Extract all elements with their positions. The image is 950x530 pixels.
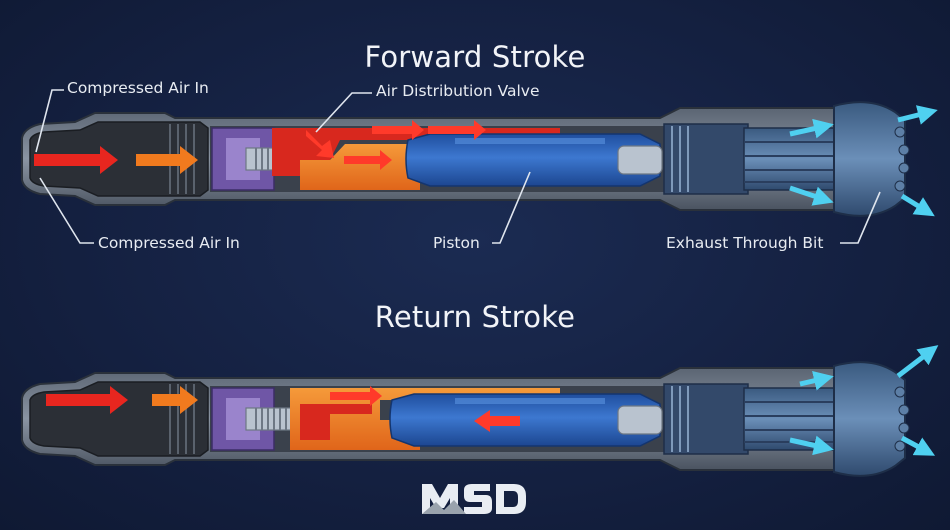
red-arrow [344, 150, 392, 170]
cyan-arrow [900, 435, 936, 456]
piston-label: Piston [433, 234, 480, 252]
msd-logo [422, 484, 526, 514]
supply-air-chamber [300, 404, 372, 440]
red-arrow [474, 410, 520, 432]
cyan-arrow [897, 105, 938, 125]
piston [405, 133, 663, 187]
red-arrow [372, 120, 424, 140]
drive-air-chamber [300, 144, 420, 190]
red-arrow [330, 386, 382, 406]
red-arrow [34, 146, 118, 174]
red-arrow [306, 130, 334, 158]
return-stroke-tool [21, 345, 939, 477]
cyan-arrow [789, 435, 834, 456]
orange-arrow [136, 146, 198, 174]
drill-bit [663, 361, 910, 477]
compressed-air-in-label: Compressed Air In [67, 79, 209, 97]
cyan-arrow [789, 118, 834, 139]
piston [389, 393, 663, 447]
exhaust-arrows [789, 105, 938, 217]
compressed-air-in-label: Compressed Air In [98, 234, 240, 252]
label-leaders [35, 89, 881, 244]
cyan-arrow [789, 185, 834, 206]
red-arrow [46, 386, 128, 414]
exhaust-arrows [789, 345, 939, 456]
red-arrow [428, 120, 486, 140]
supply-air-arrows [46, 386, 520, 432]
backhead [29, 121, 209, 197]
forward-stroke-title: Forward Stroke [364, 40, 586, 74]
cyan-arrow [896, 345, 939, 378]
air-distribution-valve-label: Air Distribution Valve [376, 82, 540, 100]
drive-air-chamber [290, 388, 560, 450]
orange-arrow [152, 386, 198, 414]
supply-air-arrows [34, 120, 486, 174]
exhaust-label: Exhaust Through Bit [666, 234, 824, 252]
cyan-arrow [799, 370, 834, 391]
drill-bit [663, 101, 910, 217]
return-stroke-title: Return Stroke [374, 300, 576, 334]
forward-stroke-tool [21, 89, 938, 244]
cyan-arrow [900, 193, 935, 217]
